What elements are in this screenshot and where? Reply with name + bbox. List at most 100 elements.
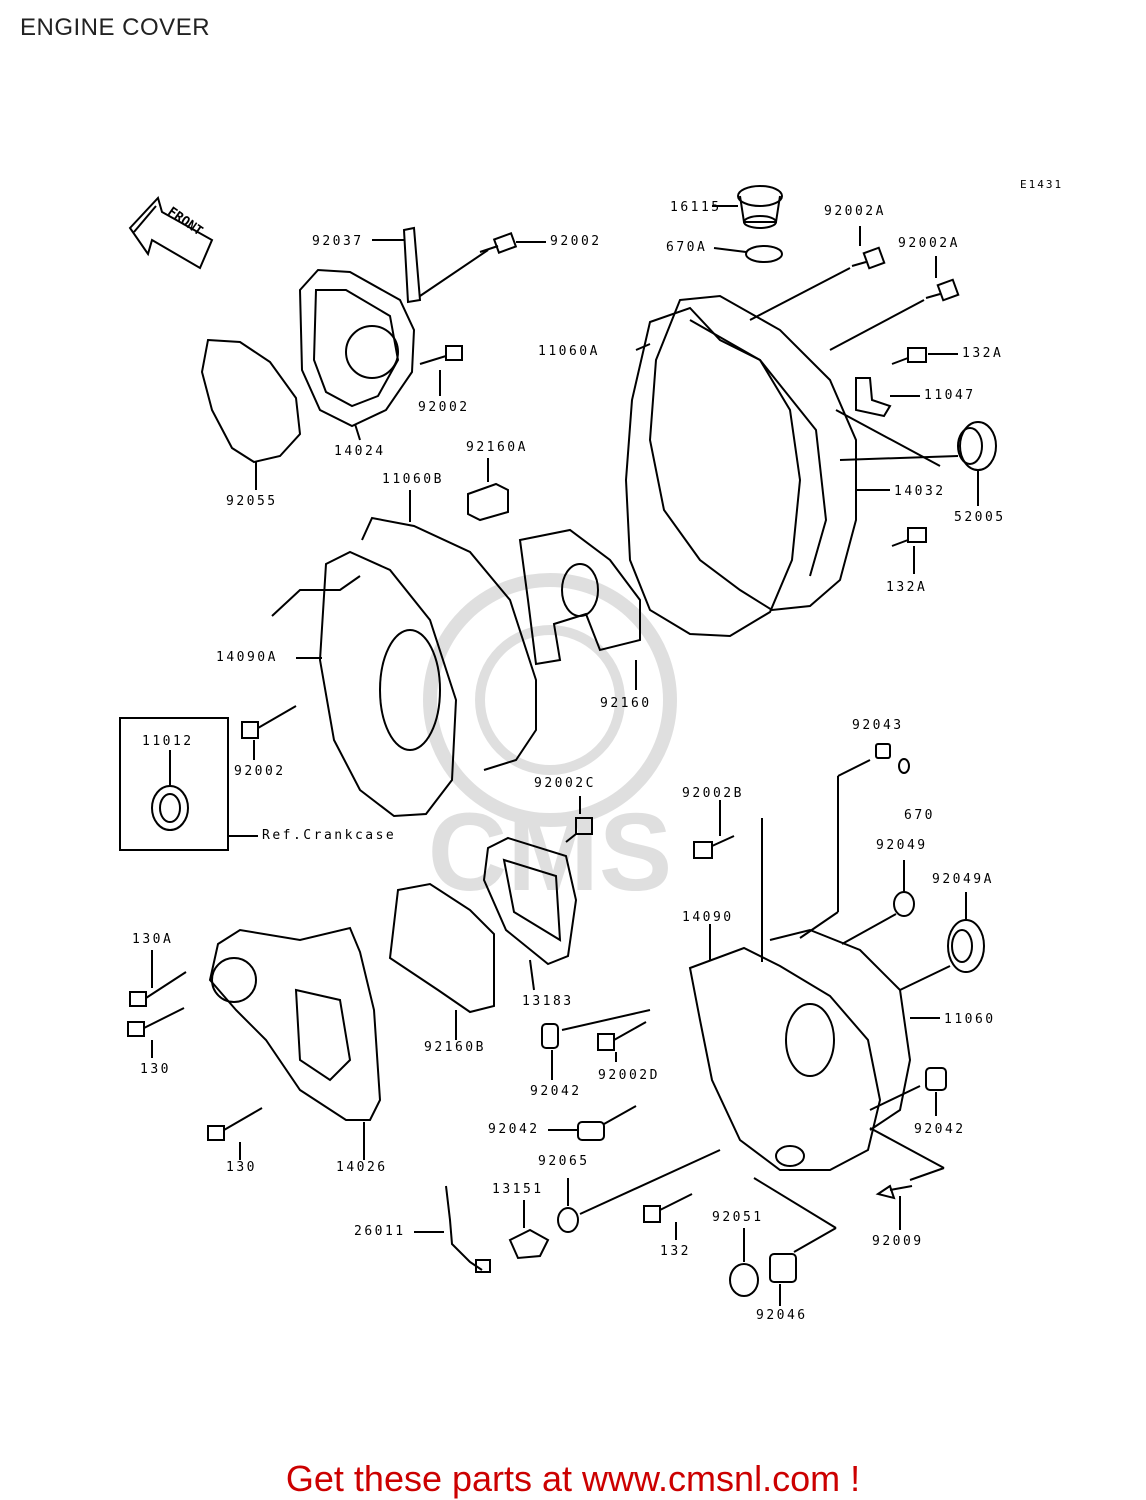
part-92051-seal bbox=[729, 1228, 759, 1297]
part-11060B-gasket bbox=[361, 516, 537, 771]
part-92160A-damper bbox=[467, 458, 509, 522]
part-92042-dowel-3 bbox=[869, 1067, 947, 1116]
part-92043-dowel bbox=[799, 743, 891, 939]
part-92160-damper bbox=[518, 528, 641, 690]
label-132A-bottom: 132A bbox=[886, 580, 928, 595]
bolt-132A-top bbox=[891, 347, 958, 365]
bolt-92002B bbox=[693, 800, 763, 962]
label-92042-1: 92042 bbox=[530, 1084, 582, 1099]
part-92055-gasket bbox=[200, 338, 302, 464]
label-13151: 13151 bbox=[492, 1182, 544, 1197]
label-11012: 11012 bbox=[142, 734, 194, 749]
bolt-92002A-1 bbox=[749, 226, 886, 321]
part-11012-seal bbox=[151, 750, 189, 831]
bolt-130-left bbox=[127, 1007, 185, 1058]
label-16115: 16115 bbox=[670, 200, 722, 215]
label-92002A-2: 92002A bbox=[898, 236, 960, 251]
label-92002-left: 92002 bbox=[234, 764, 286, 779]
label-11060: 11060 bbox=[944, 1012, 996, 1027]
label-92049: 92049 bbox=[876, 838, 928, 853]
part-52005-seal bbox=[835, 409, 997, 506]
bolt-92009 bbox=[869, 1127, 945, 1230]
part-670A-oring bbox=[745, 245, 783, 263]
bolt-92002-left bbox=[241, 705, 297, 760]
part-92042-dowel-1 bbox=[541, 1009, 651, 1080]
bolt-130A bbox=[129, 950, 187, 1007]
page-title: ENGINE COVER bbox=[20, 14, 211, 41]
ref-crankcase-label: Ref.Crankcase bbox=[262, 828, 397, 843]
part-14032-cover bbox=[648, 294, 857, 612]
label-14090: 14090 bbox=[682, 910, 734, 925]
label-92042-2: 92042 bbox=[488, 1122, 540, 1137]
label-11047: 11047 bbox=[924, 388, 976, 403]
label-92002-mid: 92002 bbox=[418, 400, 470, 415]
label-670A: 670A bbox=[666, 240, 708, 255]
label-92049A: 92049A bbox=[932, 872, 994, 887]
cta-link[interactable]: Get these parts at www.cmsnl.com ! bbox=[285, 1458, 861, 1499]
label-92160A: 92160A bbox=[466, 440, 528, 455]
part-92049A-seal bbox=[899, 892, 985, 991]
part-14090A-cover bbox=[271, 550, 458, 818]
part-11060-gasket bbox=[769, 928, 912, 1131]
label-52005: 52005 bbox=[954, 510, 1006, 525]
label-132A-top: 132A bbox=[962, 346, 1004, 361]
label-92160: 92160 bbox=[600, 696, 652, 711]
part-92046-bearing bbox=[753, 1177, 837, 1306]
label-130-bottom: 130 bbox=[226, 1160, 257, 1175]
label-92037: 92037 bbox=[312, 234, 364, 249]
label-92002-top: 92002 bbox=[550, 234, 602, 249]
label-14032: 14032 bbox=[894, 484, 946, 499]
bolt-92002A-2 bbox=[829, 256, 960, 351]
watermark-logo: CMS bbox=[423, 573, 677, 914]
part-14090-boss bbox=[775, 1145, 805, 1167]
part-92042-dowel-2 bbox=[548, 1105, 637, 1141]
label-92042-3: 92042 bbox=[914, 1122, 966, 1137]
part-670-oring bbox=[898, 758, 910, 774]
part-13151-sensor bbox=[508, 1200, 550, 1260]
bolt-130-bottom bbox=[207, 1107, 263, 1160]
part-11047-bracket bbox=[855, 377, 920, 418]
bolt-92002D bbox=[597, 1021, 647, 1062]
part-13183-gasket bbox=[482, 836, 578, 991]
label-92046: 92046 bbox=[756, 1308, 808, 1323]
bolt-92002-top bbox=[479, 232, 546, 254]
part-11012-box bbox=[119, 717, 229, 851]
label-92002D: 92002D bbox=[598, 1068, 660, 1083]
part-92037-strap bbox=[372, 226, 489, 304]
label-92009: 92009 bbox=[872, 1234, 924, 1249]
label-92002C: 92002C bbox=[534, 776, 596, 791]
label-670: 670 bbox=[904, 808, 935, 823]
label-92160B: 92160B bbox=[424, 1040, 486, 1055]
part-14024-cover bbox=[298, 268, 416, 441]
front-arrow: FRONT bbox=[128, 196, 214, 270]
part-11060A-gasket bbox=[624, 306, 802, 638]
bolt-132 bbox=[643, 1193, 693, 1240]
part-26011-lead bbox=[414, 1185, 491, 1273]
label-13183: 13183 bbox=[522, 994, 574, 1009]
label-14090A: 14090A bbox=[216, 650, 278, 665]
label-14026: 14026 bbox=[336, 1160, 388, 1175]
label-92043: 92043 bbox=[852, 718, 904, 733]
watermark-text: CMS bbox=[428, 791, 672, 914]
bolt-92002-mid bbox=[419, 345, 463, 396]
label-14024: 14024 bbox=[334, 444, 386, 459]
part-92049-seal bbox=[841, 860, 915, 945]
label-11060A: 11060A bbox=[538, 344, 600, 359]
label-130A: 130A bbox=[132, 932, 174, 947]
label-92002A-1: 92002A bbox=[824, 204, 886, 219]
bolt-92002C bbox=[565, 796, 593, 843]
part-16115-cap bbox=[712, 185, 783, 229]
diagram-code: E1431 bbox=[1020, 178, 1064, 191]
bolt-132A-bottom bbox=[891, 527, 927, 574]
part-92065-washer bbox=[557, 1149, 721, 1233]
label-92065: 92065 bbox=[538, 1154, 590, 1169]
label-11060B: 11060B bbox=[382, 472, 444, 487]
label-92055: 92055 bbox=[226, 494, 278, 509]
label-92002B: 92002B bbox=[682, 786, 744, 801]
label-26011: 26011 bbox=[354, 1224, 406, 1239]
part-14090-cover bbox=[688, 924, 882, 1171]
label-130-left: 130 bbox=[140, 1062, 171, 1077]
part-14026-cover bbox=[208, 926, 382, 1160]
part-92160B-damper bbox=[388, 882, 495, 1040]
